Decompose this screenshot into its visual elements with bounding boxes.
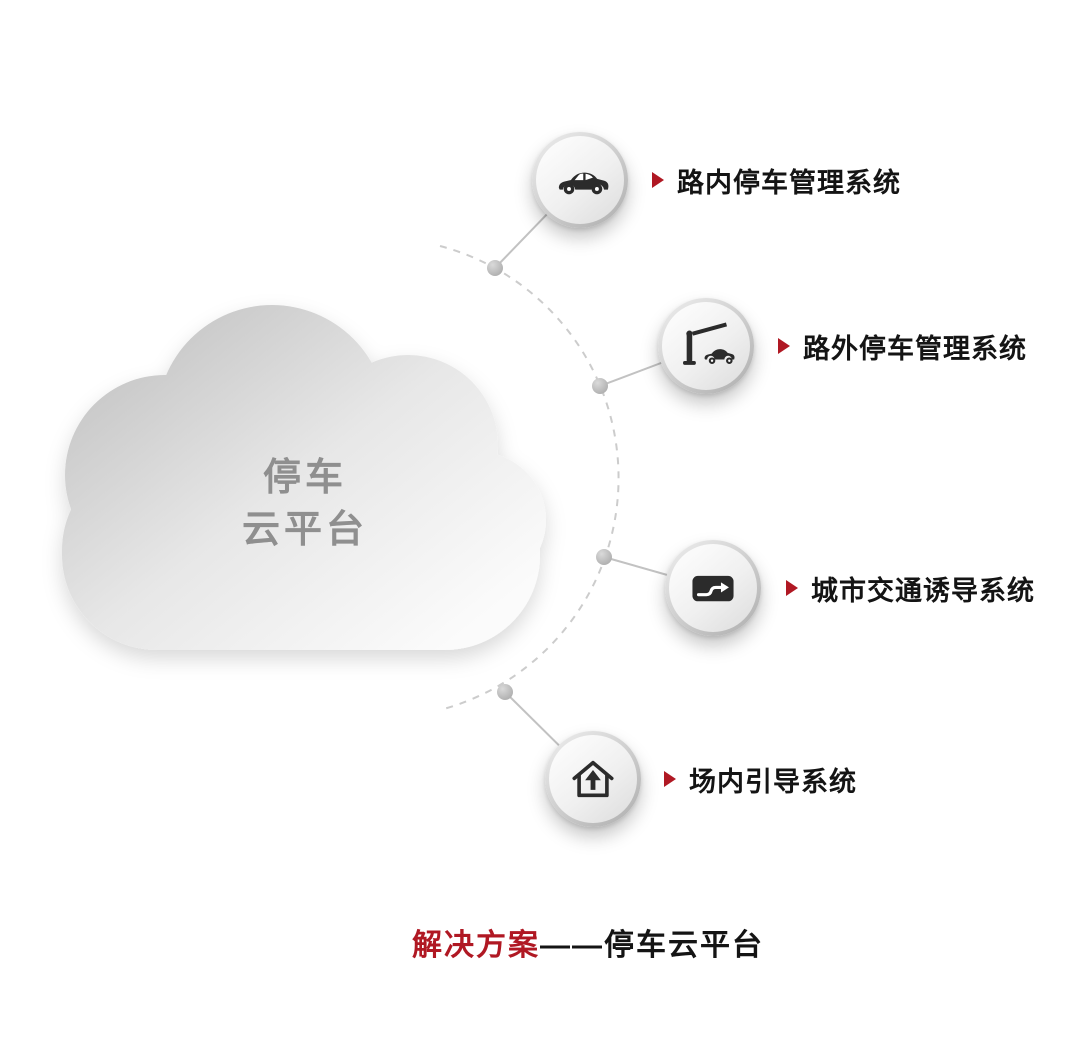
node-indoor-guidance (545, 731, 641, 827)
node-on-street-parking (532, 132, 628, 228)
orbit-dots (487, 260, 612, 700)
car-icon (558, 172, 609, 195)
node-inner-circle (536, 136, 624, 224)
orbit-dot (596, 549, 612, 565)
node-off-street-parking (658, 298, 754, 394)
label-text: 场内引导系统 (689, 766, 857, 797)
route-arrow-icon (692, 575, 734, 602)
caption-highlight: 解决方案 (412, 929, 540, 962)
home-arrow-icon (572, 760, 614, 798)
cloud-title-line1: 停车 (262, 457, 347, 499)
node-traffic-guidance (665, 540, 761, 636)
caption-rest: 停车云平台 (604, 929, 764, 962)
label-text: 路外停车管理系统 (803, 333, 1027, 364)
triangle-bullet-icon (652, 172, 664, 188)
cloud-shape (62, 305, 546, 650)
label-text: 路内停车管理系统 (677, 167, 901, 198)
triangle-bullet-icon (664, 771, 676, 787)
caption-dash: —— (540, 929, 604, 962)
cloud-title-line2: 云平台 (241, 509, 368, 551)
node-inner-circle (669, 544, 757, 632)
label-on-street-parking: 路内停车管理系统 (652, 162, 901, 198)
orbit-dot (592, 378, 608, 394)
label-traffic-guidance: 城市交通诱导系统 (786, 570, 1035, 606)
triangle-bullet-icon (786, 580, 798, 596)
label-text: 城市交通诱导系统 (811, 575, 1035, 606)
barrier-gate-icon (683, 322, 735, 365)
cloud-platform-title: 停车 云平台 (155, 452, 455, 556)
dashed-orbit-arc (439, 245, 620, 711)
label-off-street-parking: 路外停车管理系统 (778, 328, 1027, 364)
node-inner-circle (549, 735, 637, 823)
caption: 解决方案——停车云平台 (412, 920, 764, 964)
orbit-dot (487, 260, 503, 276)
node-inner-circle (662, 302, 750, 390)
label-indoor-guidance: 场内引导系统 (664, 761, 857, 797)
orbit-dot (497, 684, 513, 700)
triangle-bullet-icon (778, 338, 790, 354)
